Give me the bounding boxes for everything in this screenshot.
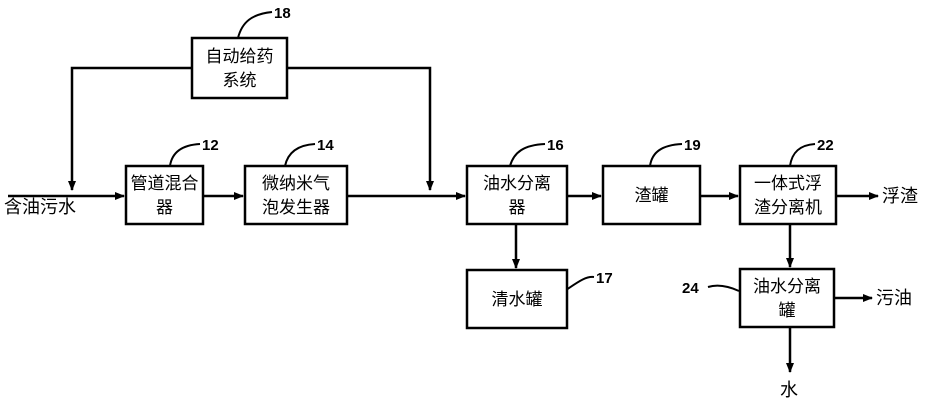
ref-number-22: 22 <box>817 137 834 154</box>
bubble-label-line1: 微纳米气 <box>262 174 330 194</box>
ref-number-16: 16 <box>547 137 564 154</box>
dosing-label-line2: 系统 <box>223 71 257 91</box>
ref-number-24: 24 <box>682 280 699 297</box>
mixer-label-line1: 管道混合 <box>131 174 199 194</box>
pipeline-mixer-box: 管道混合 器 <box>124 164 205 226</box>
ref-number-19: 19 <box>684 137 701 154</box>
leader-12 <box>169 143 201 167</box>
clean-tank-label: 清水罐 <box>492 290 543 310</box>
leader-17 <box>565 275 595 291</box>
ref-number-14: 14 <box>317 137 334 154</box>
separator-label-line1: 油水分离 <box>483 174 551 194</box>
flotation-label-line2: 渣分离机 <box>754 198 822 218</box>
ref-number-17: 17 <box>596 270 613 287</box>
scum-stream-label: 浮渣 <box>882 186 918 207</box>
water-stream-label: 水 <box>780 380 798 401</box>
dosing-left-line <box>68 66 192 191</box>
flotation-label-line1: 一体式浮 <box>754 174 822 194</box>
clean-water-tank-box: 清水罐 <box>465 268 569 330</box>
leader-22 <box>789 143 816 167</box>
leader-18 <box>237 11 273 39</box>
oil-water-separator-box: 油水分离 器 <box>465 164 569 226</box>
oil-water-separation-tank-box: 油水分离 罐 <box>738 267 836 329</box>
slag-tank-box: 渣罐 <box>601 164 702 226</box>
dosing-right-line <box>287 66 434 191</box>
dosing-system-box: 自动给药 系统 <box>190 36 289 100</box>
micro-nano-bubble-generator-box: 微纳米气 泡发生器 <box>243 164 349 226</box>
slag-tank-label: 渣罐 <box>635 186 669 206</box>
leader-14 <box>284 143 316 167</box>
reference-leaders <box>169 11 816 292</box>
flow-lines <box>8 66 879 373</box>
integrated-flotation-separator-box: 一体式浮 渣分离机 <box>738 164 838 226</box>
dosing-label-line1: 自动给药 <box>206 47 274 67</box>
bubble-label-line2: 泡发生器 <box>262 198 330 218</box>
leader-19 <box>649 143 683 167</box>
leader-16 <box>509 143 546 167</box>
leader-24 <box>707 284 740 292</box>
inlet-stream-label: 含油污水 <box>4 197 76 218</box>
separator-label-line2: 器 <box>509 198 526 218</box>
ref-number-12: 12 <box>202 137 219 154</box>
mixer-label-line2: 器 <box>156 198 173 218</box>
oilwater-tank-label-line1: 油水分离 <box>753 277 821 297</box>
waste-oil-stream-label: 污油 <box>876 288 912 309</box>
ref-number-18: 18 <box>274 5 291 22</box>
oilwater-tank-label-line2: 罐 <box>779 301 796 321</box>
